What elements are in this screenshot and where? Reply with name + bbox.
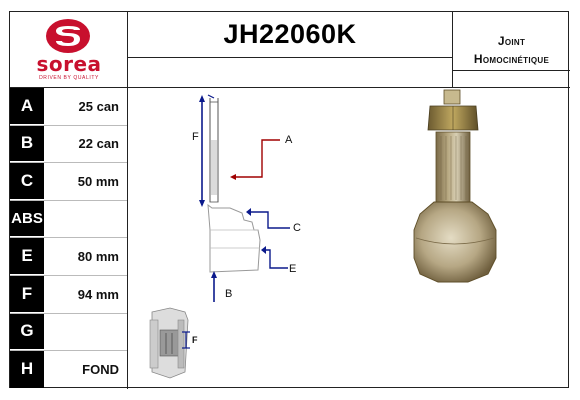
section-thumbnail-icon (149, 307, 190, 379)
part-subtitle-cell (128, 58, 453, 88)
sorea-emblem-icon (46, 19, 90, 53)
splined-shaft (435, 131, 471, 203)
label-f: F (192, 131, 199, 143)
part-number: JH22060K (223, 19, 357, 49)
shaft-splines (211, 140, 217, 195)
thread-tip (443, 89, 461, 105)
dimension-f-arrow-top (199, 95, 205, 102)
label-e: E (289, 263, 296, 275)
spec-divider (127, 88, 128, 389)
spec-label: ABS (10, 200, 44, 238)
dimension-f-arrow-bottom (199, 200, 205, 207)
spec-label: B (10, 125, 44, 163)
product-type-cell: Joint Homocinétique (453, 12, 570, 88)
brand-logo: sorea DRIVEN BY QUALITY (10, 12, 128, 88)
brand-name: sorea (36, 52, 102, 76)
joint-technical-diagram: F A C E B F (149, 94, 301, 379)
bell-outline (207, 203, 261, 273)
product-sheet: sorea DRIVEN BY QUALITY JH22060K Joint H… (9, 11, 570, 389)
shaft-spline-lines (440, 136, 467, 200)
spec-row-b: B 22 can (10, 125, 128, 164)
brand-tagline: DRIVEN BY QUALITY (39, 75, 99, 81)
shaft-top-edge (207, 94, 215, 99)
pointer-a-arrowhead (230, 174, 236, 180)
product-type-line2: Homocinétique (473, 52, 550, 66)
product-type-divider (453, 70, 570, 71)
label-c: C (293, 222, 301, 234)
spec-value: 80 mm (77, 249, 119, 265)
spec-value: 22 can (78, 136, 119, 152)
dimension-b-arrow (211, 271, 217, 278)
bell-seam (415, 237, 495, 245)
pointer-e-arrowhead (261, 246, 266, 254)
spec-row-g: G (10, 313, 128, 352)
spec-label: E (10, 238, 44, 275)
spec-row-abs: ABS (10, 200, 128, 239)
spec-label: H (10, 351, 44, 389)
cv-joint-photo (413, 89, 497, 283)
spec-label: F (10, 275, 44, 313)
spec-row-h: H FOND (10, 351, 128, 389)
spec-row-a: A 25 can (10, 88, 128, 126)
label-a: A (285, 134, 293, 146)
spec-value (44, 314, 128, 351)
pointer-e-line (263, 249, 288, 269)
outer-bell (413, 201, 497, 283)
spec-label: G (10, 313, 44, 351)
pointer-c-line (250, 211, 290, 229)
part-number-cell: JH22060K (128, 12, 453, 58)
spec-row-f: F 94 mm (10, 275, 128, 314)
pointer-c-arrowhead (246, 208, 251, 216)
spec-value: 50 mm (77, 173, 119, 189)
label-b: B (225, 288, 232, 300)
spec-value (44, 201, 128, 238)
spec-label: C (10, 163, 44, 200)
product-type-line1: Joint (497, 34, 526, 48)
spec-table: A 25 can B 22 can C 50 mm ABS E 80 mm F … (10, 88, 128, 389)
spec-value: 94 mm (77, 286, 119, 302)
spec-row-e: E 80 mm (10, 238, 128, 276)
spec-value: FOND (82, 362, 119, 378)
spec-label: A (10, 88, 44, 125)
pointer-a-line (232, 139, 280, 178)
spec-row-c: C 50 mm (10, 163, 128, 201)
spec-value: 25 can (78, 98, 119, 114)
label-f-small: F (192, 335, 198, 345)
